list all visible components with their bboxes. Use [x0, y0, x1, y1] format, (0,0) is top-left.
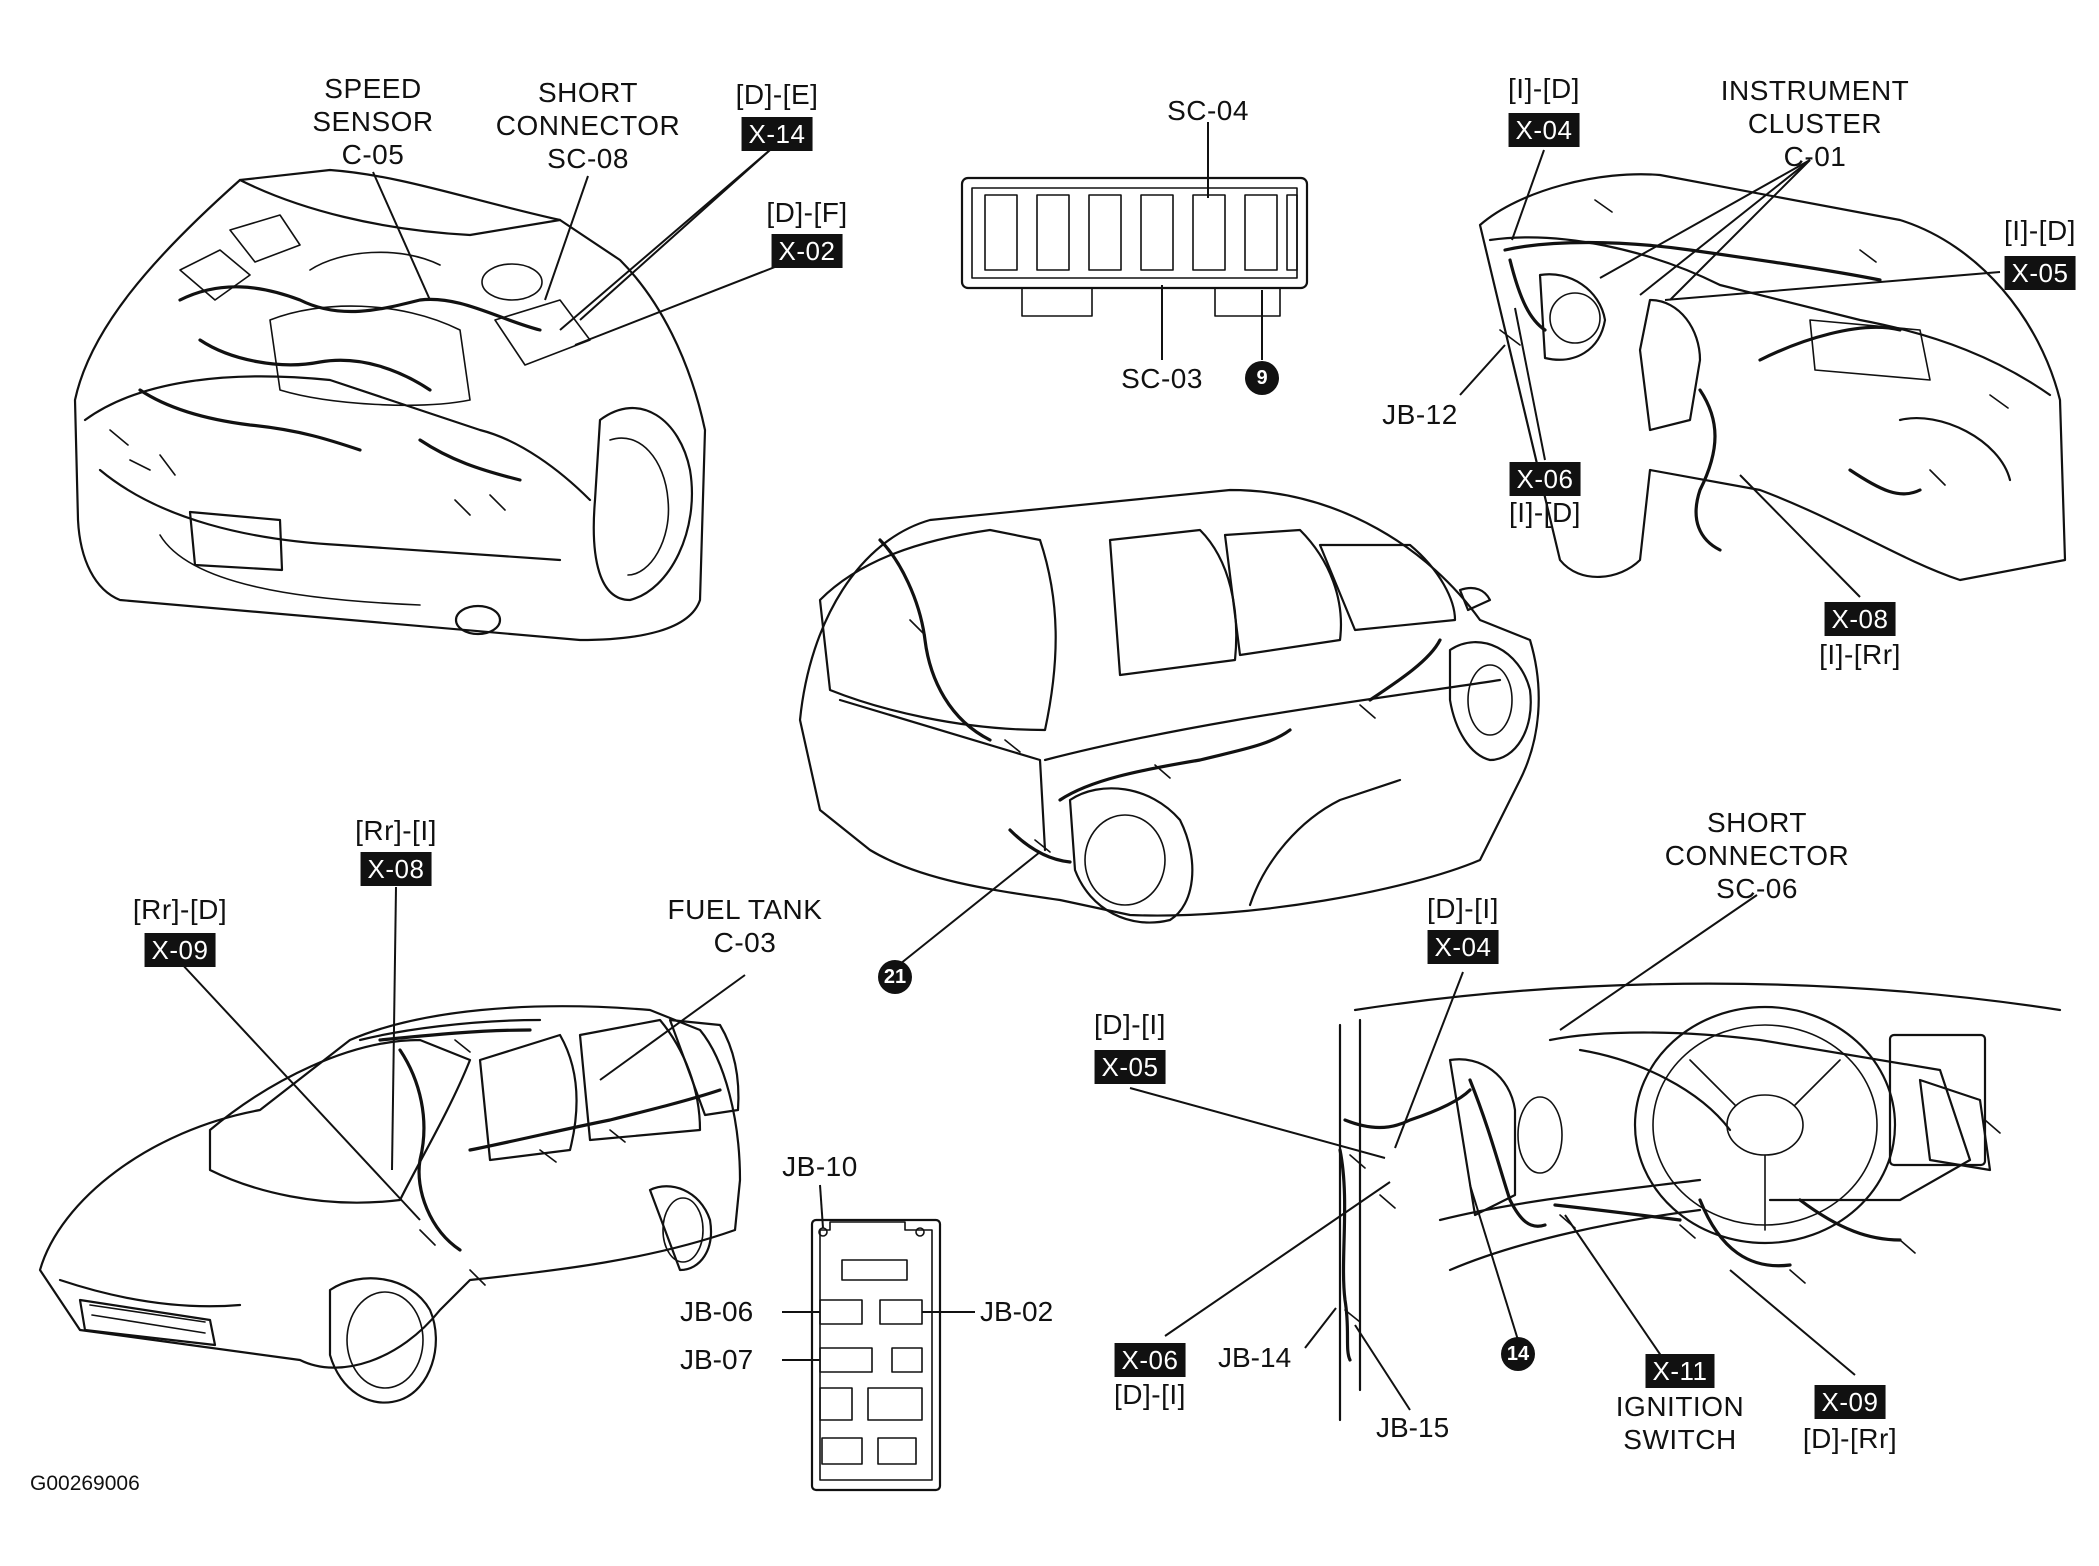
x14-route-label: [D]-[E] [735, 79, 819, 110]
instrument-panel-illustration [1459, 149, 2067, 598]
ignition-line-1: IGNITION [1615, 1391, 1745, 1422]
ip-x04-route-label: [I]-[D] [1508, 73, 1580, 104]
reference-circle-9: 9 [1245, 361, 1279, 395]
jb10-label: JB-10 [782, 1151, 858, 1182]
da-x11-connector-badge: X-11 [1645, 1354, 1715, 1388]
short-connector-line-2: CONNECTOR [495, 110, 681, 141]
sc03-label: SC-03 [1121, 363, 1203, 394]
short-connector-sc08-label: SHORT CONNECTOR SC-08 [496, 76, 680, 175]
engine-bay-leaders [372, 149, 781, 346]
da-x06-route-label: [D]-[I] [1114, 1379, 1186, 1410]
x14-connector-badge: X-14 [741, 117, 813, 151]
reference-circle-14: 14 [1501, 1337, 1535, 1371]
jb02-label: JB-02 [980, 1296, 1054, 1327]
fuse-box-illustration [960, 122, 1309, 360]
front-van-illustration [38, 886, 746, 1404]
short-connector-code: SC-08 [547, 143, 629, 174]
sc06-line-1: SHORT [1707, 807, 1807, 838]
fuel-tank-code: C-03 [713, 927, 777, 958]
da-x09-connector-badge: X-09 [1814, 1385, 1886, 1419]
jb15-label: JB-15 [1376, 1412, 1450, 1443]
x02-connector-badge: X-02 [771, 234, 843, 268]
instrument-cluster-code: C-01 [1783, 141, 1847, 172]
rear-van-illustration [798, 488, 1540, 969]
da-x05-route-label: [D]-[I] [1094, 1009, 1166, 1040]
jb12-label: JB-12 [1382, 399, 1458, 430]
ignition-switch-label: IGNITION SWITCH [1616, 1390, 1744, 1456]
fuel-tank-label: FUEL TANK C-03 [668, 893, 823, 959]
ip-x04-connector-badge: X-04 [1508, 113, 1580, 147]
da-x05-connector-badge: X-05 [1094, 1050, 1166, 1084]
junction-block-illustration [782, 1184, 975, 1492]
sc06-line-2: CONNECTOR [1664, 840, 1850, 871]
da-x04-route-label: [D]-[I] [1427, 893, 1499, 924]
speed-sensor-line-2: SENSOR [312, 106, 434, 137]
body-x09-connector-badge: X-09 [144, 933, 216, 967]
short-connector-sc06-label: SHORT CONNECTOR SC-06 [1665, 806, 1849, 905]
jb06-label: JB-06 [680, 1296, 754, 1327]
short-connector-line-1: SHORT [538, 77, 638, 108]
instrument-cluster-label: INSTRUMENT CLUSTER C-01 [1721, 74, 1910, 173]
da-x09-route-label: [D]-[Rr] [1802, 1423, 1898, 1454]
fuel-tank-line-1: FUEL TANK [667, 894, 823, 925]
ip-x06-connector-badge: X-06 [1509, 462, 1581, 496]
speed-sensor-line-1: SPEED [324, 73, 422, 104]
sc06-code: SC-06 [1716, 873, 1798, 904]
ip-x05-connector-badge: X-05 [2004, 256, 2076, 290]
da-x04-connector-badge: X-04 [1427, 930, 1499, 964]
jb14-label: JB-14 [1218, 1342, 1292, 1373]
driver-area-illustration [1129, 894, 2062, 1422]
instrument-cluster-line-2: CLUSTER [1747, 108, 1883, 139]
body-x09-route-label: [Rr]-[D] [132, 894, 228, 925]
x02-route-label: [D]-[F] [766, 197, 848, 228]
ignition-line-2: SWITCH [1623, 1424, 1737, 1455]
ip-x08-connector-badge: X-08 [1824, 602, 1896, 636]
ip-x08-route-label: [I]-[Rr] [1819, 639, 1901, 670]
ip-x06-route-label: [I]-[D] [1509, 497, 1581, 528]
reference-circle-21: 21 [878, 960, 912, 994]
jb07-label: JB-07 [680, 1344, 754, 1375]
engine-bay-illustration [73, 168, 707, 642]
speed-sensor-code: C-05 [341, 139, 405, 170]
da-x06-connector-badge: X-06 [1114, 1343, 1186, 1377]
figure-id: G00269006 [30, 1472, 140, 1495]
speed-sensor-label: SPEED SENSOR C-05 [312, 72, 433, 171]
instrument-cluster-line-1: INSTRUMENT [1720, 75, 1910, 106]
ip-x05-route-label: [I]-[D] [2004, 215, 2076, 246]
body-x08-route-label: [Rr]-[I] [355, 815, 437, 846]
body-x08-connector-badge: X-08 [360, 852, 432, 886]
sc04-label: SC-04 [1167, 95, 1249, 126]
